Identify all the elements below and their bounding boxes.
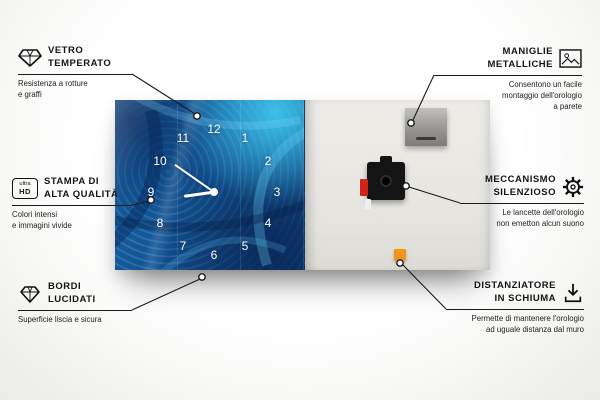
clock-number-1: 1 [241,131,249,145]
callout-header: MECCANISMO SILENZIOSO [460,174,584,205]
clock-number-10: 10 [153,154,167,168]
callout-bordi-lucidati: BORDI LUCIDATI Superficie liscia e sicur… [18,281,132,326]
callout-header: ultra HD STAMPA DI ALTA QUALITÀ [12,176,132,207]
mechanism-red-part [360,179,368,196]
mechanism-hook [380,156,392,164]
connector-bordi [131,278,201,311]
gem-icon [18,284,42,304]
mechanism-white-part [365,199,371,209]
callout-stampa-alta-qualita: ultra HD STAMPA DI ALTA QUALITÀ Colori i… [12,176,132,232]
callout-subtitle: Consentono un facile montaggio dell'orol… [502,80,582,111]
wall-clock-product-image: 12 1 2 3 4 5 6 7 8 9 10 11 [115,100,490,270]
callout-maniglie-metalliche: MANIGLIE METALLICHE Consentono un facile… [434,46,582,113]
ultra-hd-label-top: ultra [19,180,31,187]
callout-meccanismo-silenzioso: MECCANISMO SILENZIOSO Le lancette dell'o… [460,174,584,230]
clock-mechanism [360,156,405,209]
clock-number-7: 7 [179,239,187,253]
callout-title: BORDI LUCIDATI [48,281,96,305]
callout-subtitle: Colori intensi e immagini vivide [12,210,72,230]
gear-icon [562,176,584,198]
callout-title: MANIGLIE METALLICHE [487,46,553,70]
callout-subtitle: Le lancette dell'orologio non emetton al… [496,208,584,228]
foam-spacer [394,249,406,261]
clock-number-11: 11 [176,131,190,145]
diamond-icon [18,48,42,68]
clock-front-panel: 12 1 2 3 4 5 6 7 8 9 10 11 [115,100,305,270]
hanger-slot [416,136,436,140]
callout-header: VETRO TEMPERATO [18,45,132,76]
clock-center-cap [210,188,218,196]
callout-subtitle: Resistenza a rotture e graffi [18,79,88,99]
callout-subtitle: Superficie liscia e sicura [18,315,102,325]
clock-number-4: 4 [264,216,272,230]
callout-distanziatore-in-schiuma: DISTANZIATORE IN SCHIUMA Permette di man… [446,280,584,336]
clock-number-6: 6 [210,248,218,262]
clock-back-panel [305,100,490,270]
clock-number-9: 9 [147,185,155,199]
mechanism-hub [380,175,392,187]
callout-header: DISTANZIATORE IN SCHIUMA [446,280,584,311]
clock-number-5: 5 [241,239,249,253]
callout-title: DISTANZIATORE IN SCHIUMA [474,280,556,304]
callout-title: MECCANISMO SILENZIOSO [485,174,556,198]
callout-subtitle: Permette di mantenere l'orologio ad ugua… [471,314,584,334]
callout-vetro-temperato: VETRO TEMPERATO Resistenza a rotture e g… [18,45,132,101]
connector-dot-bordi [198,273,206,281]
callout-header: MANIGLIE METALLICHE [434,46,582,77]
clock-number-8: 8 [156,216,164,230]
metal-hanger-plate [405,108,447,146]
callout-title: VETRO TEMPERATO [48,45,112,69]
clock-number-2: 2 [264,154,272,168]
ultra-hd-label-bottom: HD [19,186,31,196]
clock-number-12: 12 [207,122,221,136]
callout-header: BORDI LUCIDATI [18,281,132,312]
connector-distanziatore [402,264,447,310]
picture-frame-icon [559,49,582,68]
clock-number-3: 3 [273,185,281,199]
arrow-down-icon [562,282,584,304]
callout-title: STAMPA DI ALTA QUALITÀ [44,176,119,200]
ultra-hd-icon: ultra HD [12,178,38,200]
